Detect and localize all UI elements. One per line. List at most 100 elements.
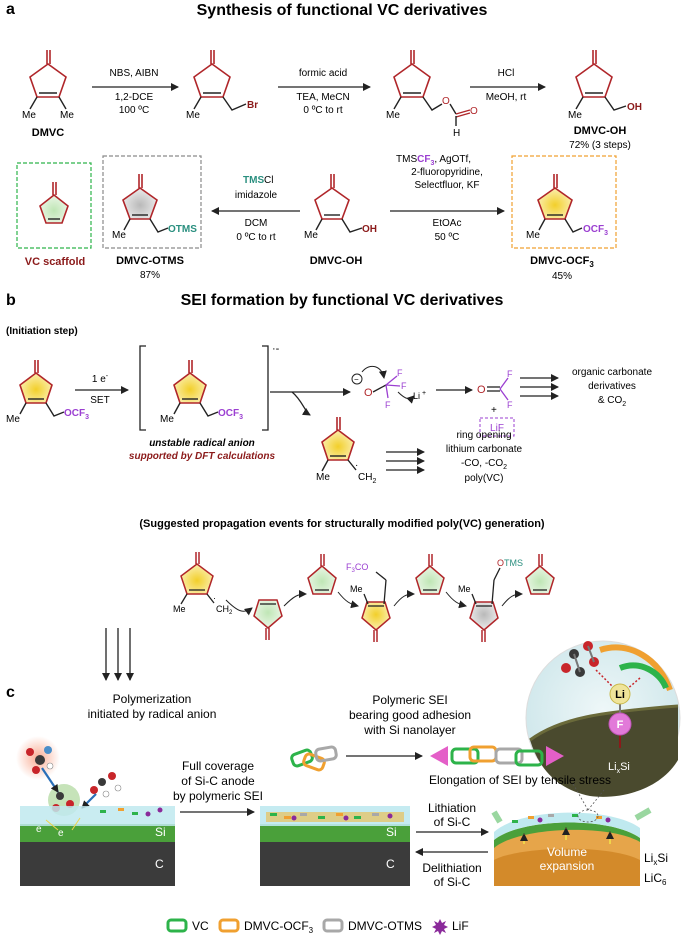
delithiation-1: Delithiation	[422, 861, 481, 875]
polymer-chain-links	[290, 745, 338, 772]
step1-line2: 1,2-DCE	[115, 92, 154, 103]
coverage-2: of Si-C anode	[181, 774, 255, 788]
step3-line1: HCl	[498, 68, 515, 79]
arrow-split-bottom	[291, 391, 311, 416]
yield-otms: 87%	[140, 270, 160, 281]
electrode-1	[20, 806, 175, 886]
svg-text:Li: Li	[413, 391, 420, 401]
step4-cl: Cl	[264, 175, 273, 186]
electrode-2	[260, 806, 410, 886]
molecule-dmvc-otms: Me OTMS	[112, 174, 197, 241]
polymerization-2: initiated by radical anion	[88, 707, 217, 721]
molecule-ocf3-start: Me OCF3	[6, 360, 89, 425]
step3-line2: MeOH, rt	[486, 92, 527, 103]
step1-line3: 100 ºC	[119, 105, 149, 116]
svg-text:OCF3: OCF3	[218, 408, 243, 421]
panel-c-letter: c	[6, 684, 15, 701]
ring-3: -CO, -CO2	[461, 458, 507, 471]
svg-text:−: −	[354, 375, 359, 384]
carbonyl-fluoride: O F F +	[477, 369, 513, 416]
c-label-2: C	[386, 857, 395, 871]
electron-label: 1 e-	[92, 373, 109, 385]
svg-text:CH2: CH2	[358, 472, 376, 485]
volume-2: expansion	[540, 859, 595, 873]
initiation-label: (Initiation step)	[6, 326, 78, 337]
electron-2: e	[58, 828, 64, 839]
svg-text:H: H	[453, 128, 460, 139]
radical-anion-sign: ·-	[272, 343, 280, 355]
legend: VC DMVC-OCF3 DMVC-OTMS LiF	[166, 918, 469, 935]
panel-a-title: Synthesis of functional VC derivatives	[197, 2, 488, 19]
propagation-label: (Suggested propagation events for struct…	[139, 518, 545, 530]
magnified-interface-circle	[525, 640, 681, 797]
panel-b-letter: b	[6, 292, 16, 309]
step2-line2: TEA, MeCN	[296, 92, 349, 103]
svg-text:OTMS: OTMS	[497, 558, 523, 568]
svg-text:Me: Me	[316, 472, 330, 483]
svg-text:OCF3: OCF3	[583, 224, 608, 237]
svg-text:Me: Me	[350, 584, 363, 594]
svg-text:Me: Me	[160, 414, 174, 425]
step5-line5: 50 ºC	[435, 232, 460, 243]
label-dmvc-oh: DMVC-OH	[574, 125, 627, 137]
molecule-bromide: Me Br	[186, 50, 258, 121]
organic-3: & CO2	[598, 395, 626, 408]
svg-text:Me: Me	[304, 230, 318, 241]
lixsi-label: LixSi	[644, 851, 668, 867]
svg-text:F: F	[507, 369, 513, 379]
label-vc-scaffold: VC scaffold	[25, 256, 86, 268]
organic-1: organic carbonate	[572, 367, 652, 378]
legend-otms-label: DMVC-OTMS	[348, 919, 422, 933]
dft-label: supported by DFT calculations	[129, 451, 276, 462]
molecule-dmvc-oh-center: Me OH	[304, 174, 377, 241]
molecule-dmvc-oh: Me OH	[568, 50, 642, 121]
polymerization-1: Polymerization	[113, 692, 192, 706]
step4-line3: DCM	[245, 218, 268, 229]
otms-box	[102, 155, 202, 249]
sei-label-1: Polymeric SEI	[372, 693, 447, 707]
label-dmvc-otms: DMVC-OTMS	[116, 255, 184, 267]
set-label: SET	[90, 395, 109, 406]
svg-text:OH: OH	[362, 224, 377, 235]
bracket-left	[139, 345, 146, 431]
legend-ocf3-label: DMVC-OCF3	[244, 919, 314, 935]
svg-text:Me: Me	[22, 110, 36, 121]
lithiation-2: of Si-C	[434, 815, 471, 829]
sei-label-3: with Si nanolayer	[363, 723, 455, 737]
step2-line1: formic acid	[299, 68, 347, 79]
svg-text:OH: OH	[627, 102, 642, 113]
svg-text:O: O	[477, 384, 486, 396]
elongation-label: Elongation of SEI by tensile stress	[429, 773, 611, 787]
step1-line1: NBS, AIBN	[110, 68, 159, 79]
svg-text:CH2: CH2	[216, 604, 233, 616]
legend-lif-swatch	[432, 919, 448, 935]
svg-text:·: ·	[213, 593, 216, 603]
legend-vc-label: VC	[192, 919, 209, 933]
svg-text:Me: Me	[386, 110, 400, 121]
electron-1: e	[36, 824, 42, 835]
svg-text:Me: Me	[526, 230, 540, 241]
svg-text:Me: Me	[173, 604, 186, 614]
li-atom-label: Li	[615, 689, 625, 701]
step2-line3: 0 ºC to rt	[303, 105, 342, 116]
volume-1: Volume	[547, 845, 587, 859]
step5-line3: Selectfluor, KF	[414, 180, 479, 191]
panel-a-letter: a	[6, 1, 15, 18]
organic-2: derivatives	[588, 381, 636, 392]
molecule-dmvc: Me Me	[22, 50, 74, 121]
svg-text:Me: Me	[458, 584, 471, 594]
yield-ocf3: 45%	[552, 271, 572, 282]
lif-label: LiF	[490, 423, 504, 434]
panel-b-title: SEI formation by functional VC derivativ…	[181, 292, 504, 309]
lic6-label: LiC6	[644, 871, 667, 887]
svg-text:Me: Me	[186, 110, 200, 121]
sei-label-2: bearing good adhesion	[349, 708, 471, 722]
molecule-formate: O O H Me	[386, 50, 478, 139]
molecule-radical-fragment: Me · CH2	[316, 417, 376, 485]
step4-line2: imidazole	[235, 190, 278, 201]
step5-line2: 2-fluoropyridine,	[411, 167, 483, 178]
vc-scaffold-box	[16, 162, 92, 249]
si-label-2: Si	[386, 825, 397, 839]
ocf3-box	[511, 155, 617, 249]
